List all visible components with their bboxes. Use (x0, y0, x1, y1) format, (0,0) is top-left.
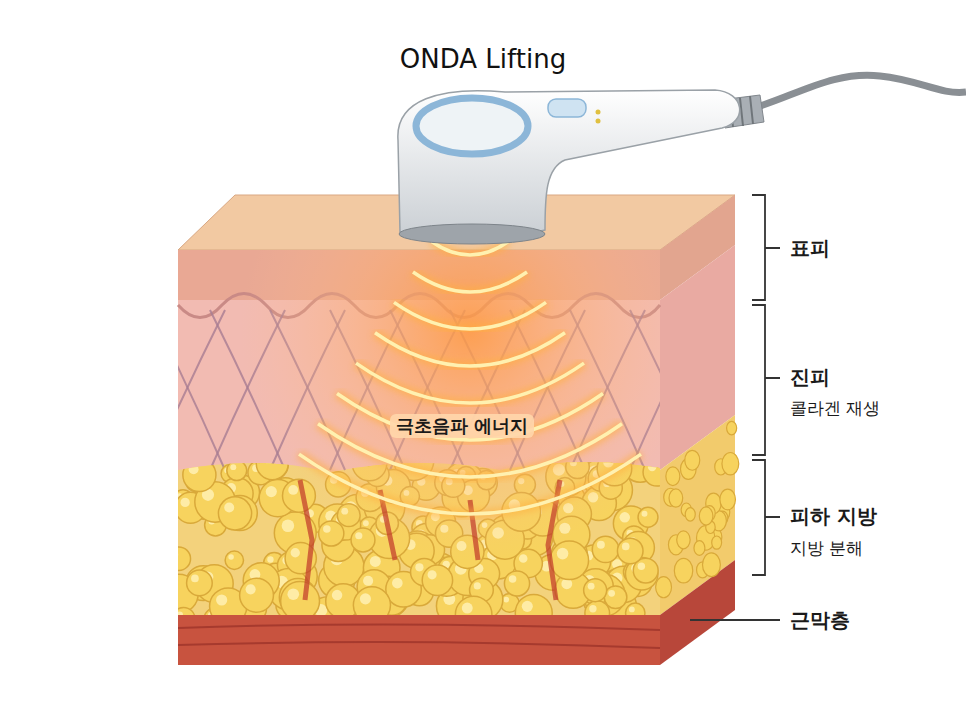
fat-cells-side-part (720, 489, 736, 510)
fat-cells-side-part (702, 553, 720, 577)
energy-glow (178, 250, 660, 600)
ultrasound-waves-part (356, 363, 584, 403)
ultrasound-waves-part (299, 454, 641, 514)
ultrasound-device (398, 75, 966, 244)
fat-cells-part (626, 603, 645, 622)
fat-cells-side (656, 421, 739, 597)
fat-cells-part (509, 575, 517, 583)
skin-block-part (660, 560, 735, 665)
fat-cells-side-part (727, 421, 737, 434)
fat-cells-side-part (722, 452, 739, 474)
ultrasound-waves-part (413, 272, 527, 292)
brackets-part (690, 619, 780, 621)
fat-cells-side-part (699, 507, 713, 525)
energy-glow-part (178, 250, 660, 565)
fat-cells-part (281, 582, 320, 621)
energy-label: 극초음파 에너지 (390, 414, 534, 438)
skin-block (178, 195, 735, 665)
fat-cells-part (176, 611, 183, 618)
fat-cells-part (240, 578, 274, 612)
fat-cells-part (589, 605, 596, 612)
brackets-part (752, 460, 780, 575)
layer-label: 표피 (790, 236, 830, 260)
fat-cells-part (608, 590, 615, 597)
fat-cells-part (422, 565, 452, 595)
fat-cells-side-part (656, 577, 672, 598)
fat-cells-part (584, 579, 607, 602)
ultrasound-device-part (740, 75, 966, 112)
fat-cells-part (392, 578, 403, 589)
ultrasound-waves-part (337, 393, 603, 440)
fat-cells-side-part (677, 531, 690, 549)
ultrasound-waves-part (375, 333, 565, 366)
ultrasound-device-part (398, 90, 740, 240)
layer-label: 근막층 (790, 608, 850, 632)
fat-cells-part (522, 601, 533, 612)
energy-glow-part (300, 480, 560, 600)
fat-cells-part (353, 587, 390, 624)
ultrasound-device-part (548, 99, 586, 117)
fat-cells-part (360, 593, 371, 604)
fat-cells-part (287, 588, 299, 600)
fat-cells-part (187, 570, 213, 596)
brackets-part (752, 195, 780, 300)
fat-cells-part (216, 594, 227, 605)
fat-cells-side-part (674, 558, 692, 583)
fat-cells-part (462, 603, 473, 614)
ultrasound-waves-part (394, 302, 546, 329)
ultrasound-waves-part (413, 272, 527, 292)
fat-cells-part (332, 590, 343, 601)
ultrasound-waves-part (337, 393, 603, 440)
ultrasound-waves-part (375, 333, 565, 366)
fat-cells-part (171, 551, 178, 558)
ultrasound-device-part (399, 224, 545, 244)
fat-cells-part (246, 584, 256, 594)
title: ONDA Lifting (400, 44, 566, 75)
fat-cells-part (191, 575, 199, 583)
fat-cells-side-part (685, 508, 695, 521)
layer-label: 피하 지방 (790, 504, 877, 528)
fat-cells-side-part (669, 489, 683, 507)
fat-cells-part (428, 570, 437, 579)
fat-cells-side-part (694, 541, 705, 556)
brackets (690, 195, 780, 620)
ultrasound-device-part (596, 119, 601, 124)
fat-cells-part (588, 583, 595, 590)
ultrasound-waves (299, 242, 641, 514)
ultrasound-waves-part (394, 302, 546, 329)
fat-cells-part (166, 581, 178, 593)
brackets-part (752, 305, 780, 455)
ultrasound-waves-part (299, 454, 641, 514)
skin-block-part (178, 615, 660, 665)
fat-cells-side-part (712, 536, 722, 549)
fat-cells-part (503, 597, 509, 603)
layer-label: 진피 (790, 365, 830, 389)
fat-cells-side-part (685, 450, 700, 470)
fat-cells-part (170, 599, 177, 606)
layer-label: 콜라겐 재생 (790, 398, 880, 418)
layer-label: 지방 분해 (790, 538, 863, 558)
fat-cells-part (172, 607, 195, 630)
ultrasound-waves-part (356, 363, 584, 403)
fat-cells-side-part (666, 467, 680, 486)
fat-cells-part (474, 582, 481, 589)
skin-block-part (178, 624, 660, 648)
fat-cells-part (455, 596, 491, 632)
ultrasound-device-part (596, 110, 601, 115)
fat-cells-part (504, 571, 529, 596)
ultrasound-device-part (416, 98, 528, 154)
fat-cells-part (629, 606, 635, 612)
fat-cells-part (585, 601, 610, 626)
fat-cells-part (515, 594, 552, 631)
fat-cells-part (363, 576, 373, 586)
